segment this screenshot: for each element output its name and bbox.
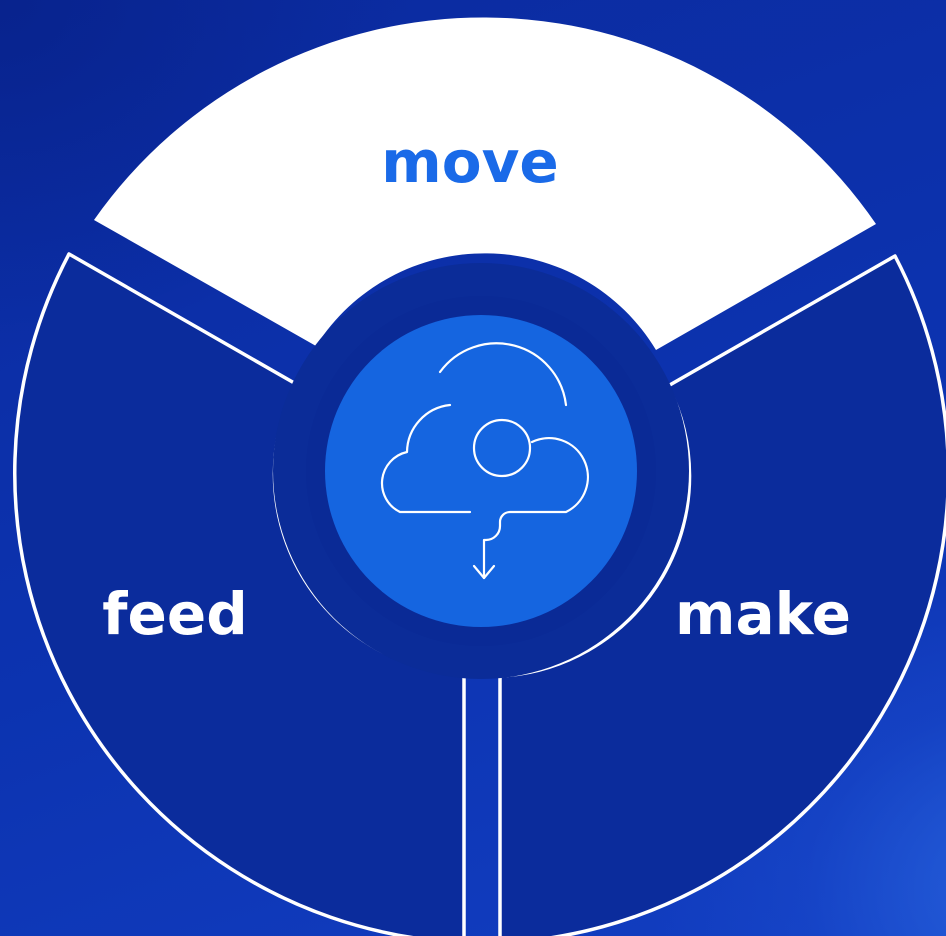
label-make: make [675, 580, 851, 648]
center-hub [325, 315, 637, 627]
cloud-download-icon [380, 342, 589, 580]
label-move: move [381, 128, 558, 196]
label-feed: feed [102, 580, 247, 648]
segment-move [94, 17, 876, 351]
segment-make [498, 254, 946, 936]
